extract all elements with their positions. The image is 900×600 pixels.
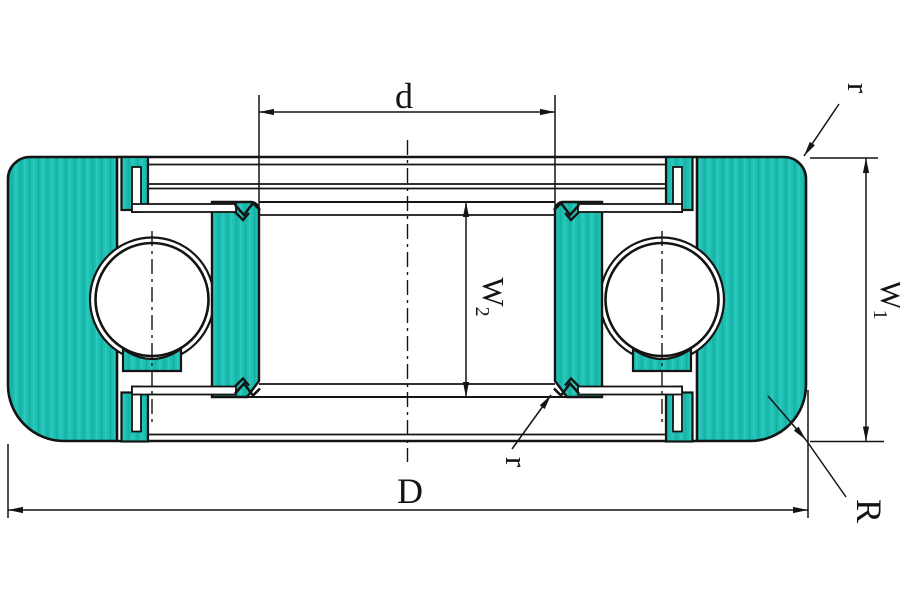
outer-ring-right [695, 155, 808, 443]
dimension-D: D [7, 390, 809, 518]
inner-ring-right [553, 200, 604, 399]
inner-ring-left [210, 200, 261, 399]
bore-diameter-label: d [395, 76, 413, 116]
center-lines [151, 140, 663, 462]
dimension-W1: W1 [810, 157, 900, 443]
outer-ring-left [6, 155, 119, 443]
dimension-W2: W2 [462, 202, 511, 397]
race-support-right [631, 346, 693, 373]
inner-width-label: W2 [471, 277, 511, 316]
callout-radius-top-right: r [803, 83, 876, 157]
callout-radius-inner-bottom: r [499, 394, 552, 468]
bottom-corner-radius-label: R [849, 499, 889, 523]
seal-assembly-bottom-right [553, 376, 694, 443]
seal-assembly-top-left [120, 155, 261, 222]
race-support-left [121, 346, 183, 373]
seal-assembly-top-right [553, 155, 694, 222]
seal-assembly-bottom-left [120, 376, 261, 443]
overall-width-label: W1 [869, 280, 900, 319]
outer-corner-radius-label: r [841, 83, 876, 94]
outer-diameter-label: D [397, 471, 423, 511]
callout-radius-bottom-right: R [767, 395, 889, 523]
dimension-d: d [258, 76, 556, 215]
inner-corner-radius-label: r [499, 457, 534, 468]
